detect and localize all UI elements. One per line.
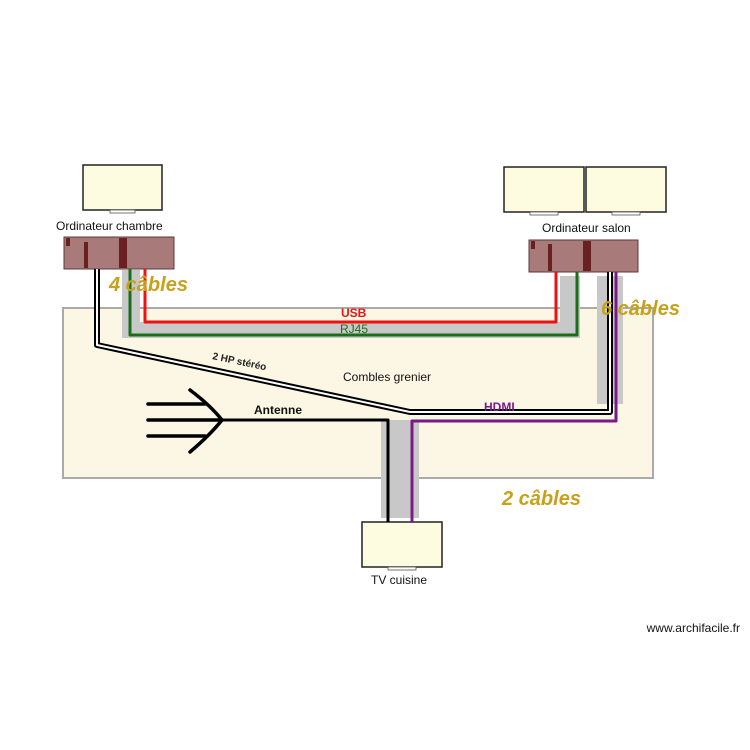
usb-cable [143, 269, 558, 324]
watermark: www.archifacile.fr [646, 621, 740, 635]
tv-cuisine [361, 521, 443, 571]
monitor-salon-left [503, 166, 585, 216]
label-hdmi: HDMI [484, 400, 515, 414]
monitor-salon-right [585, 166, 667, 216]
monitor-chambre [82, 164, 163, 214]
antenne-cable [222, 418, 390, 522]
hp-stereo-cable [94, 269, 613, 415]
pc-case-chambre [63, 236, 175, 270]
label-tv-cuisine: TV cuisine [371, 573, 427, 587]
label-usb: USB [341, 306, 367, 320]
label-cables-right: 6 câbles [601, 298, 680, 320]
rj45-cable [128, 269, 579, 337]
label-combles: Combles grenier [343, 370, 431, 384]
label-ordinateur-chambre: Ordinateur chambre [56, 219, 163, 233]
label-ordinateur-salon: Ordinateur salon [542, 221, 631, 235]
hdmi-cable [410, 272, 618, 522]
label-antenne: Antenne [254, 403, 302, 417]
label-cables-bottom: 2 câbles [501, 488, 581, 510]
label-rj45: RJ45 [340, 322, 368, 336]
pc-case-salon [528, 239, 639, 273]
label-cables-left: 4 câbles [108, 274, 188, 296]
